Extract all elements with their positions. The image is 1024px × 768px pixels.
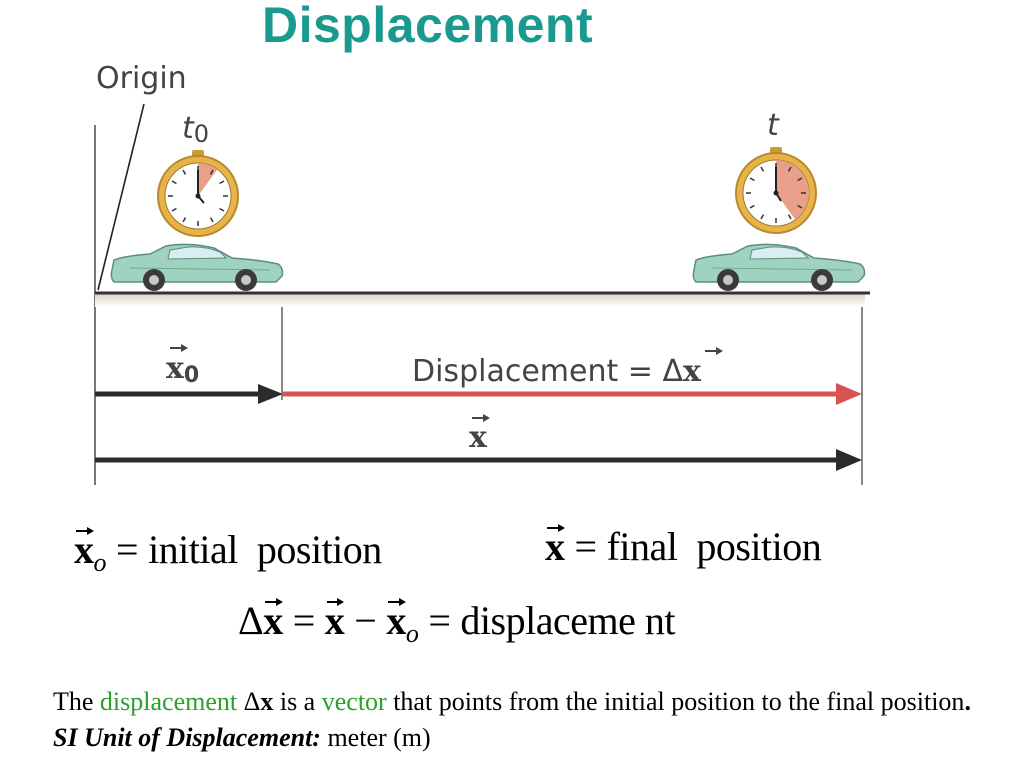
- svg-text:Displacement = Δx: Displacement = Δx: [412, 354, 702, 389]
- car-icon: [692, 243, 866, 291]
- initial-position-equation: xo=initial position: [74, 527, 382, 577]
- car-icon: [110, 243, 284, 291]
- vector-x: x: [386, 598, 406, 643]
- keyword-vector: vector: [321, 687, 387, 716]
- stopwatch-icon: [735, 147, 817, 234]
- vector-x: x: [545, 524, 565, 569]
- si-unit-label: SI Unit of Displacement:: [53, 723, 321, 752]
- displacement-figure: Origin t0 t: [94, 61, 870, 485]
- ground-shade: [95, 293, 865, 307]
- vector-x: x: [324, 598, 345, 643]
- x0-label: x0: [166, 344, 199, 388]
- t-label: t: [767, 108, 780, 143]
- svg-text:x: x: [469, 420, 488, 455]
- slide-title: Displacement: [262, 0, 594, 53]
- displacement-equation: Δx=x−xo=displaceme nt: [238, 598, 675, 648]
- vector-x: x: [263, 598, 283, 643]
- origin-pointer-line: [97, 103, 145, 291]
- keyword-displacement: displacement: [99, 687, 238, 716]
- displacement-label: Displacement = Δx: [412, 347, 723, 389]
- t0-label: t0: [182, 111, 209, 148]
- description-text: The displacement Δx is a vector that poi…: [53, 687, 971, 752]
- initial-position-arrow: [95, 384, 283, 404]
- svg-text:x0: x0: [166, 351, 199, 388]
- final-position-label: x: [469, 414, 490, 455]
- final-position-arrow: [95, 449, 862, 471]
- stopwatch-icon: [157, 150, 239, 237]
- vector-x: x: [74, 527, 94, 572]
- final-position-equation: x=final position: [545, 524, 822, 569]
- origin-label: Origin: [96, 61, 187, 96]
- displacement-arrow: [283, 383, 862, 405]
